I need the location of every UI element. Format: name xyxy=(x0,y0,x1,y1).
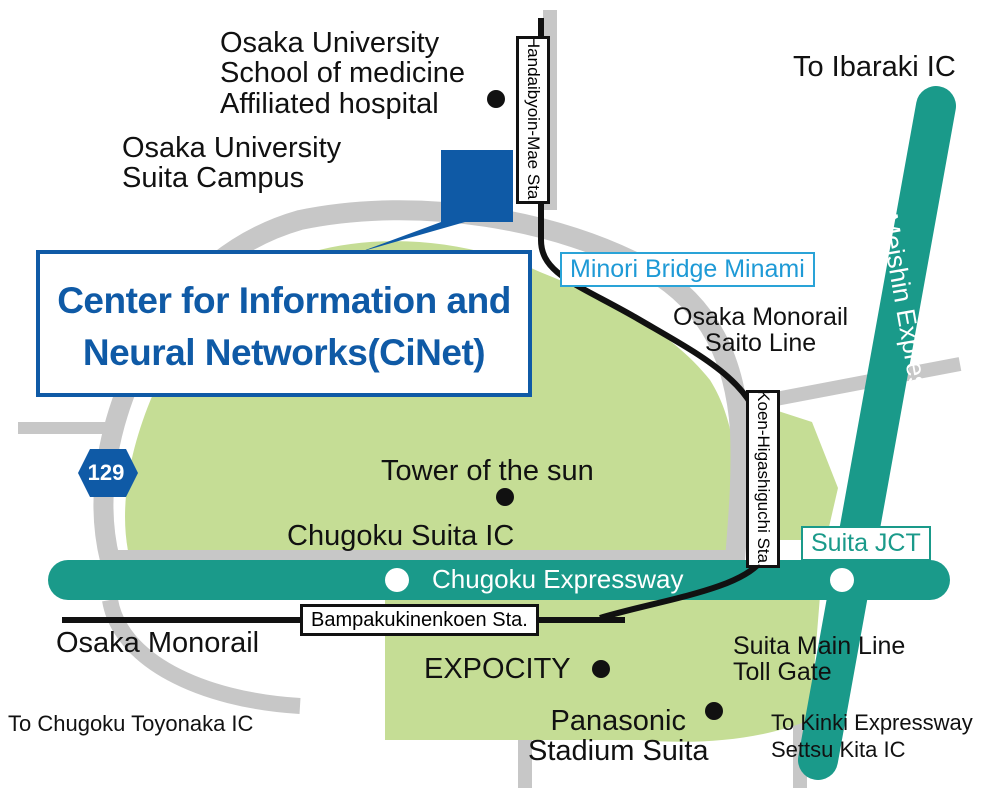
osaka-monorail-label: Osaka Monorail xyxy=(56,627,260,659)
suita-jct-label: Suita JCT xyxy=(801,526,931,561)
to-kinki-label: To Kinki Expressway Settsu Kita IC xyxy=(771,711,973,761)
toll-gate-line2: Toll Gate xyxy=(733,658,832,687)
monorail-saito-line1: Osaka Monorail xyxy=(673,303,849,331)
chugoku-ic-marker xyxy=(385,568,409,592)
bampaku-station: Bampakukinenkoen Sta. xyxy=(300,604,539,636)
toll-gate-line1: Suita Main Line xyxy=(733,632,906,660)
hospital-label: Osaka University School of medicine Affi… xyxy=(220,27,466,120)
tower-dot xyxy=(496,488,514,506)
panasonic-line1: Panasonic xyxy=(550,705,686,737)
toll-gate-label: Suita Main Line Toll Gate xyxy=(733,633,905,686)
stadium-dot xyxy=(705,702,723,720)
campus-line2: Suita Campus xyxy=(122,162,305,195)
cinet-title-line1: Center for Information and xyxy=(57,280,511,321)
handaibyoin-station: Handaibyoin-Mae Sta. xyxy=(516,36,550,204)
hospital-line3: Affiliated hospital xyxy=(220,87,439,120)
tower-label: Tower of the sun xyxy=(381,455,594,487)
meishin-expressway xyxy=(798,86,956,780)
route-129-shield-icon xyxy=(78,449,138,497)
campus-label: Osaka University Suita Campus xyxy=(122,133,341,194)
to-ibaraki-label: To Ibaraki IC xyxy=(793,51,956,83)
expocity-dot xyxy=(592,660,610,678)
minori-bridge-label: Minori Bridge Minami xyxy=(560,252,815,287)
panasonic-line2: Stadium Suita xyxy=(528,735,709,768)
hospital-line2: School of medicine xyxy=(220,57,466,90)
kinki-line2: Settsu Kita IC xyxy=(771,737,906,763)
monorail-saito-line2: Saito Line xyxy=(704,329,817,358)
campus-marker xyxy=(441,150,513,222)
route-129-badge: 129 xyxy=(76,449,136,497)
hospital-dot xyxy=(487,90,505,108)
road-east xyxy=(758,357,962,409)
kinki-line1: To Kinki Expressway xyxy=(771,710,973,735)
east-park xyxy=(772,410,838,540)
chugoku-ic-label: Chugoku Suita IC xyxy=(287,520,515,552)
handaibyoin-station-label: Handaibyoin-Mae Sta. xyxy=(524,36,543,204)
route-129-number: 129 xyxy=(87,460,125,485)
campus-pointer xyxy=(360,222,465,252)
suita-jct-marker xyxy=(830,568,854,592)
koen-higashiguchi-station-label: Koen-Higashiguchi Sta. xyxy=(754,390,773,568)
koen-higashiguchi-station: Koen-Higashiguchi Sta. xyxy=(746,390,780,568)
monorail-saito-label: Osaka Monorail Saito Line xyxy=(673,304,848,357)
campus-line1: Osaka University xyxy=(122,132,342,164)
chugoku-expressway-label: Chugoku Expressway xyxy=(432,564,684,594)
hospital-line1: Osaka University xyxy=(220,27,440,59)
to-toyonaka-label: To Chugoku Toyonaka IC xyxy=(8,711,254,736)
panasonic-stadium-label: Panasonic Stadium Suita xyxy=(528,706,709,767)
cinet-title-line2: Neural Networks(CiNet) xyxy=(82,332,486,373)
cinet-callout[interactable]: Center for Information and Neural Networ… xyxy=(36,250,532,397)
expocity-label: EXPOCITY xyxy=(424,653,571,685)
